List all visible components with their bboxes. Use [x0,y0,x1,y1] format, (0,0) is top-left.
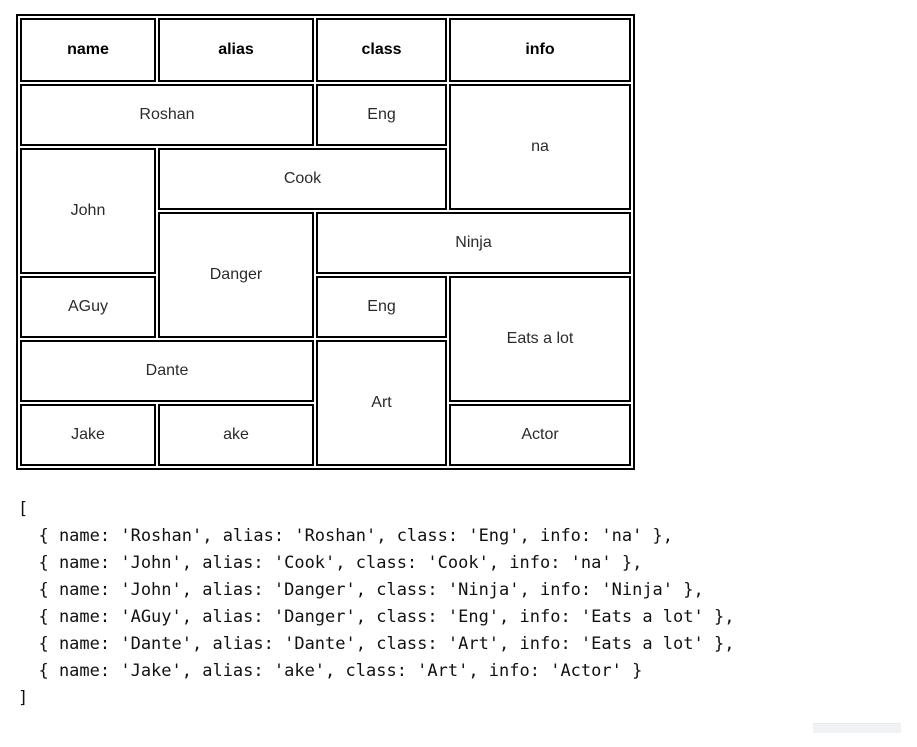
cell-alias-cook: Cook [158,148,447,210]
code-line: { name: 'Dante', alias: 'Dante', class: … [18,634,735,654]
table-row: AGuy Eng Eats a lot [20,276,631,402]
column-header-alias: alias [158,18,314,82]
cell-name-john: John [20,148,156,274]
code-line: { name: 'John', alias: 'Cook', class: 'C… [18,553,643,573]
page: name alias class info Roshan Eng na John… [16,14,901,733]
column-header-class: class [316,18,447,82]
cell-name-dante: Dante [20,340,314,402]
code-line: { name: 'Roshan', alias: 'Roshan', class… [18,526,674,546]
table-row: Roshan Eng na [20,84,631,210]
cell-class-eng-1: Eng [316,84,447,146]
cell-name-roshan: Roshan [20,84,314,146]
cell-alias-ake: ake [158,404,314,466]
table-row: Dante Art [20,340,631,466]
column-header-info: info [449,18,631,82]
merged-cells-table: name alias class info Roshan Eng na John… [16,14,635,470]
table-row: John Cook [20,148,631,274]
cell-class-ninja: Ninja [316,212,631,274]
cell-alias-danger: Danger [158,212,314,338]
code-line: ] [18,688,29,708]
code-line: [ [18,499,29,519]
cell-name-jake: Jake [20,404,156,466]
code-line: { name: 'John', alias: 'Danger', class: … [18,580,704,600]
table-row: Danger Ninja [20,212,631,338]
cell-class-eng-2: Eng [316,276,447,338]
code-block: [ { name: 'Roshan', alias: 'Roshan', cla… [18,496,901,712]
cell-name-aguy: AGuy [20,276,156,338]
code-line: { name: 'AGuy', alias: 'Danger', class: … [18,607,735,627]
cell-class-art: Art [316,340,447,466]
column-header-name: name [20,18,156,82]
cell-info-actor: Actor [449,404,631,466]
cell-info-eats-a-lot: Eats a lot [449,276,631,402]
table-row: Jake ake Actor [20,404,631,466]
code-line: { name: 'Jake', alias: 'ake', class: 'Ar… [18,661,643,681]
scrollbar-corner-fragment [813,723,901,733]
header-row: name alias class info [20,18,631,82]
cell-info-na: na [449,84,631,210]
